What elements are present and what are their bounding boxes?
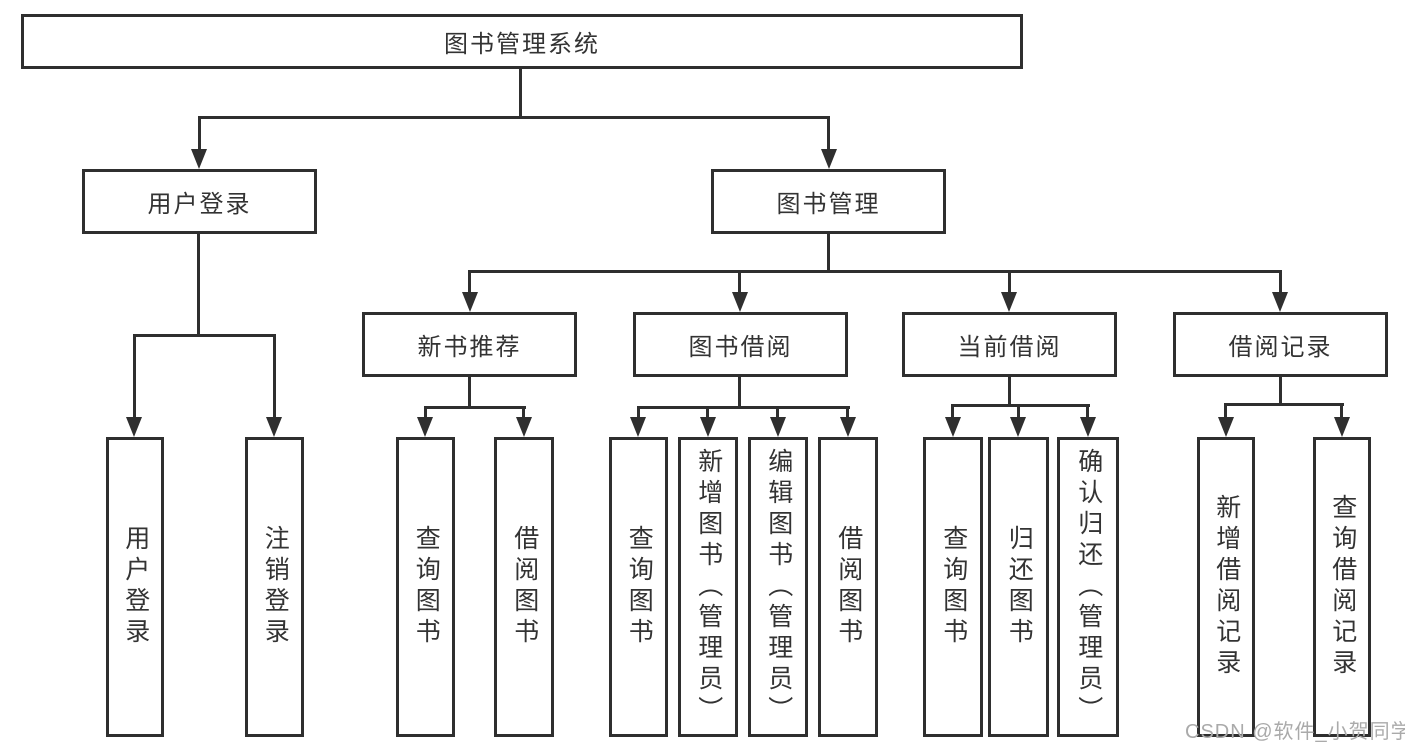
connector-line [468,270,471,294]
connector-line [1017,404,1020,419]
connector-arrowhead [1218,417,1234,437]
connector-line [1086,404,1089,419]
connector-line [519,69,522,118]
connector-line [846,406,849,419]
connector-line [133,334,136,418]
connector-line [424,406,526,409]
connector-arrowhead [770,417,786,437]
connector-line [827,233,830,273]
connector-arrowhead [126,417,142,437]
connector-arrowhead [462,292,478,312]
connector-line [637,406,850,409]
connector-line [1224,403,1227,419]
connector-line [198,116,830,119]
connector-arrowhead [191,149,207,169]
connector-line [133,334,276,337]
leaf-borrow-books-borrowing: 借阅图书 [818,437,878,737]
connector-line [637,406,640,419]
connector-arrowhead [821,149,837,169]
connector-arrowhead [1272,292,1288,312]
node-book-borrowing: 图书借阅 [633,312,848,377]
node-book-management: 图书管理 [711,169,946,234]
watermark: CSDN @软件_小贺同学 [1185,721,1405,743]
node-library-management-system: 图书管理系统 [21,14,1023,69]
leaf-user-login: 用户登录 [106,437,164,737]
connector-line [273,334,276,418]
connector-line [706,406,709,419]
connector-line [1008,270,1011,294]
connector-line [738,377,741,408]
leaf-return-books: 归还图书 [988,437,1049,737]
connector-line [1340,403,1343,419]
connector-arrowhead [945,417,961,437]
connector-arrowhead [417,417,433,437]
connector-arrowhead [630,417,646,437]
leaf-query-books-borrowing: 查询图书 [609,437,668,737]
connector-line [951,404,954,419]
connector-line [468,270,1282,273]
connector-arrowhead [1334,417,1350,437]
leaf-query-books-recommend: 查询图书 [396,437,455,737]
connector-line [1279,270,1282,294]
connector-line [198,116,201,150]
leaf-edit-books-admin: 编辑图书（管理员） [748,437,808,737]
connector-arrowhead [266,417,282,437]
connector-line [468,377,471,408]
connector-arrowhead [1001,292,1017,312]
leaf-add-books-admin: 新增图书（管理员） [678,437,738,737]
connector-line [522,406,525,419]
leaf-logout: 注销登录 [245,437,304,737]
connector-line [776,406,779,419]
connector-arrowhead [840,417,856,437]
connector-line [951,404,1090,407]
connector-arrowhead [700,417,716,437]
connector-arrowhead [1080,417,1096,437]
connector-arrowhead [732,292,748,312]
leaf-borrow-books-recommend: 借阅图书 [494,437,554,737]
node-borrowing-records: 借阅记录 [1173,312,1388,377]
leaf-query-borrow-record: 查询借阅记录 [1313,437,1371,737]
node-current-borrowing: 当前借阅 [902,312,1117,377]
connector-line [1279,377,1282,405]
node-user-login: 用户登录 [82,169,317,234]
connector-line [738,270,741,294]
connector-line [424,406,427,419]
leaf-add-borrow-record: 新增借阅记录 [1197,437,1255,737]
connector-line [1008,377,1011,406]
connector-line [197,234,200,336]
connector-line [1224,403,1344,406]
connector-arrowhead [1010,417,1026,437]
connector-line [827,116,830,150]
node-new-book-recommend: 新书推荐 [362,312,577,377]
leaf-query-books-current: 查询图书 [923,437,983,737]
connector-arrowhead [516,417,532,437]
leaf-confirm-return-admin: 确认归还（管理员） [1057,437,1119,737]
